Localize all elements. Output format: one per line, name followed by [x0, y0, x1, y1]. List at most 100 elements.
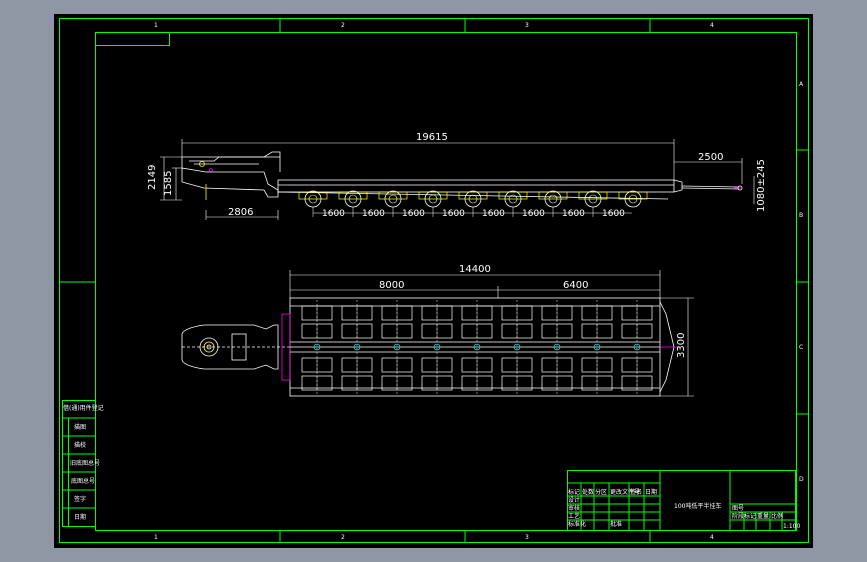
- dimension-front-height: 1080±245: [756, 159, 767, 212]
- tb-label: 签名: [630, 488, 642, 496]
- dimension-axle-spacing: 1600: [362, 209, 385, 219]
- top-dimension-lines: [289, 270, 694, 397]
- zone-col-label: 4: [710, 22, 714, 29]
- top-left-tag: [95, 32, 170, 46]
- dimension-platform-length: 14400: [459, 264, 491, 275]
- wheel-hub: [508, 194, 518, 204]
- dimension-height-2149: 2149: [147, 165, 158, 190]
- axle-pivot: [433, 343, 441, 351]
- zone-labels-bottom: 1 2 3 4: [154, 534, 714, 541]
- tb-label: 标记: [568, 488, 580, 496]
- suspension-bracket: [498, 191, 528, 200]
- tb-label: 工艺: [568, 512, 580, 520]
- wheel-hub: [388, 194, 398, 204]
- dimension-segment-6400: 6400: [563, 280, 588, 291]
- tb-right-label: 比例: [771, 512, 783, 520]
- wheel-hub: [468, 194, 478, 204]
- axle-pivot: [393, 343, 401, 351]
- axle-pivot: [633, 343, 641, 351]
- wheel: [464, 190, 482, 208]
- stamp-label: 底图总号: [71, 477, 95, 485]
- zone-col-label: 3: [525, 22, 529, 29]
- title-block: [567, 470, 796, 531]
- title-block-texts: 100吨低平半挂车 标记 处数 分区 更改文件号 签名 日期 设计 审核 工艺 …: [568, 488, 800, 530]
- inner-border: [95, 32, 797, 531]
- tb-right-label: 阶段标记: [732, 512, 756, 520]
- zone-ticks: [59, 18, 809, 543]
- side-dimension-texts: 19615 2500 2149 1585 2806 1080±245: [147, 132, 767, 218]
- axle-pivot: [513, 343, 521, 351]
- zone-col-label: 4: [710, 534, 714, 541]
- stamp-label: 借(通)用件登记: [63, 404, 104, 412]
- wheel-hub: [588, 194, 598, 204]
- dimension-axle-spacing: 1600: [402, 209, 425, 219]
- dimension-kingpin-offset: 2806: [228, 207, 253, 218]
- side-dimension-lines: [160, 139, 755, 220]
- zone-labels-right: A B C D: [799, 81, 804, 483]
- tb-label: 设计: [568, 496, 580, 504]
- drawing-canvas[interactable]: 1 2 3 4 1 2 3 4 A B C D: [54, 14, 813, 548]
- wheel-hub: [308, 194, 318, 204]
- zone-labels-top: 1 2 3 4: [154, 22, 714, 29]
- side-stamp: [62, 400, 96, 527]
- tb-label: 审核: [568, 504, 580, 512]
- suspension-bracket: [338, 191, 368, 200]
- tb-label: 分区: [595, 488, 607, 496]
- suspension-bracket: [378, 191, 408, 200]
- tb-label: 标准化: [568, 520, 586, 528]
- axle-pivot: [353, 343, 361, 351]
- top-view-axle-grid: [301, 300, 653, 394]
- wheel: [584, 190, 602, 208]
- dimension-axle-spacing: 1600: [442, 209, 465, 219]
- axle-dimension-texts: 1600 1600 1600 1600 1600 1600 1600 1600: [312, 207, 625, 219]
- suspension-bracket: [618, 191, 648, 200]
- wheel-hub: [548, 194, 558, 204]
- tb-label: 批准: [610, 520, 622, 528]
- wheel: [624, 190, 642, 208]
- stamp-label: 描校: [74, 441, 86, 449]
- axle-pivot: [553, 343, 561, 351]
- zone-row-label: A: [799, 81, 804, 88]
- zone-col-label: 2: [341, 534, 345, 541]
- suspension-bracket: [458, 191, 488, 200]
- zone-col-label: 2: [341, 22, 345, 29]
- cad-drawing: 1 2 3 4 1 2 3 4 A B C D: [59, 18, 809, 543]
- axle-pivot: [473, 343, 481, 351]
- zone-col-label: 1: [154, 534, 158, 541]
- axle-pivot: [593, 343, 601, 351]
- wheel-hub: [348, 194, 358, 204]
- dimension-axle-spacing: 1600: [522, 209, 545, 219]
- drawing-scale: 1:100: [783, 523, 800, 530]
- dimension-axle-spacing: 1600: [482, 209, 505, 219]
- zone-row-label: C: [799, 344, 803, 351]
- stamp-label: 签字: [74, 495, 86, 503]
- stamp-label: 旧底图总号: [70, 459, 100, 467]
- tb-label: 日期: [645, 488, 657, 496]
- wheel-hub: [428, 194, 438, 204]
- dimension-height-1585: 1585: [163, 171, 174, 196]
- tb-right-label: 图号: [732, 505, 744, 512]
- side-stamp-labels: 借(通)用件登记 描图 描校 旧底图总号 底图总号 签字 日期: [63, 404, 104, 521]
- dimension-front-overhang: 2500: [698, 152, 723, 163]
- tb-label: 处数: [582, 488, 594, 496]
- stamp-label: 描图: [74, 423, 86, 431]
- dimension-overall-length: 19615: [416, 132, 448, 143]
- suspension-bracket: [578, 191, 608, 200]
- suspension-bracket: [418, 191, 448, 200]
- wheel-hub: [628, 194, 638, 204]
- dimension-width: 3300: [676, 333, 687, 358]
- tb-label: 更改文件号: [610, 488, 640, 496]
- wheel: [504, 190, 522, 208]
- dimension-axle-spacing: 1600: [322, 209, 345, 219]
- wheel: [384, 190, 402, 208]
- wheel: [424, 190, 442, 208]
- top-view: [181, 297, 678, 397]
- dimension-axle-spacing: 1600: [602, 209, 625, 219]
- drawing-title: 100吨低平半挂车: [674, 502, 721, 510]
- wheel: [344, 190, 362, 208]
- outer-border: [59, 18, 809, 543]
- stamp-label: 日期: [74, 513, 86, 521]
- axle-pivot: [313, 343, 321, 351]
- dimension-axle-spacing: 1600: [562, 209, 585, 219]
- zone-row-label: D: [799, 476, 804, 483]
